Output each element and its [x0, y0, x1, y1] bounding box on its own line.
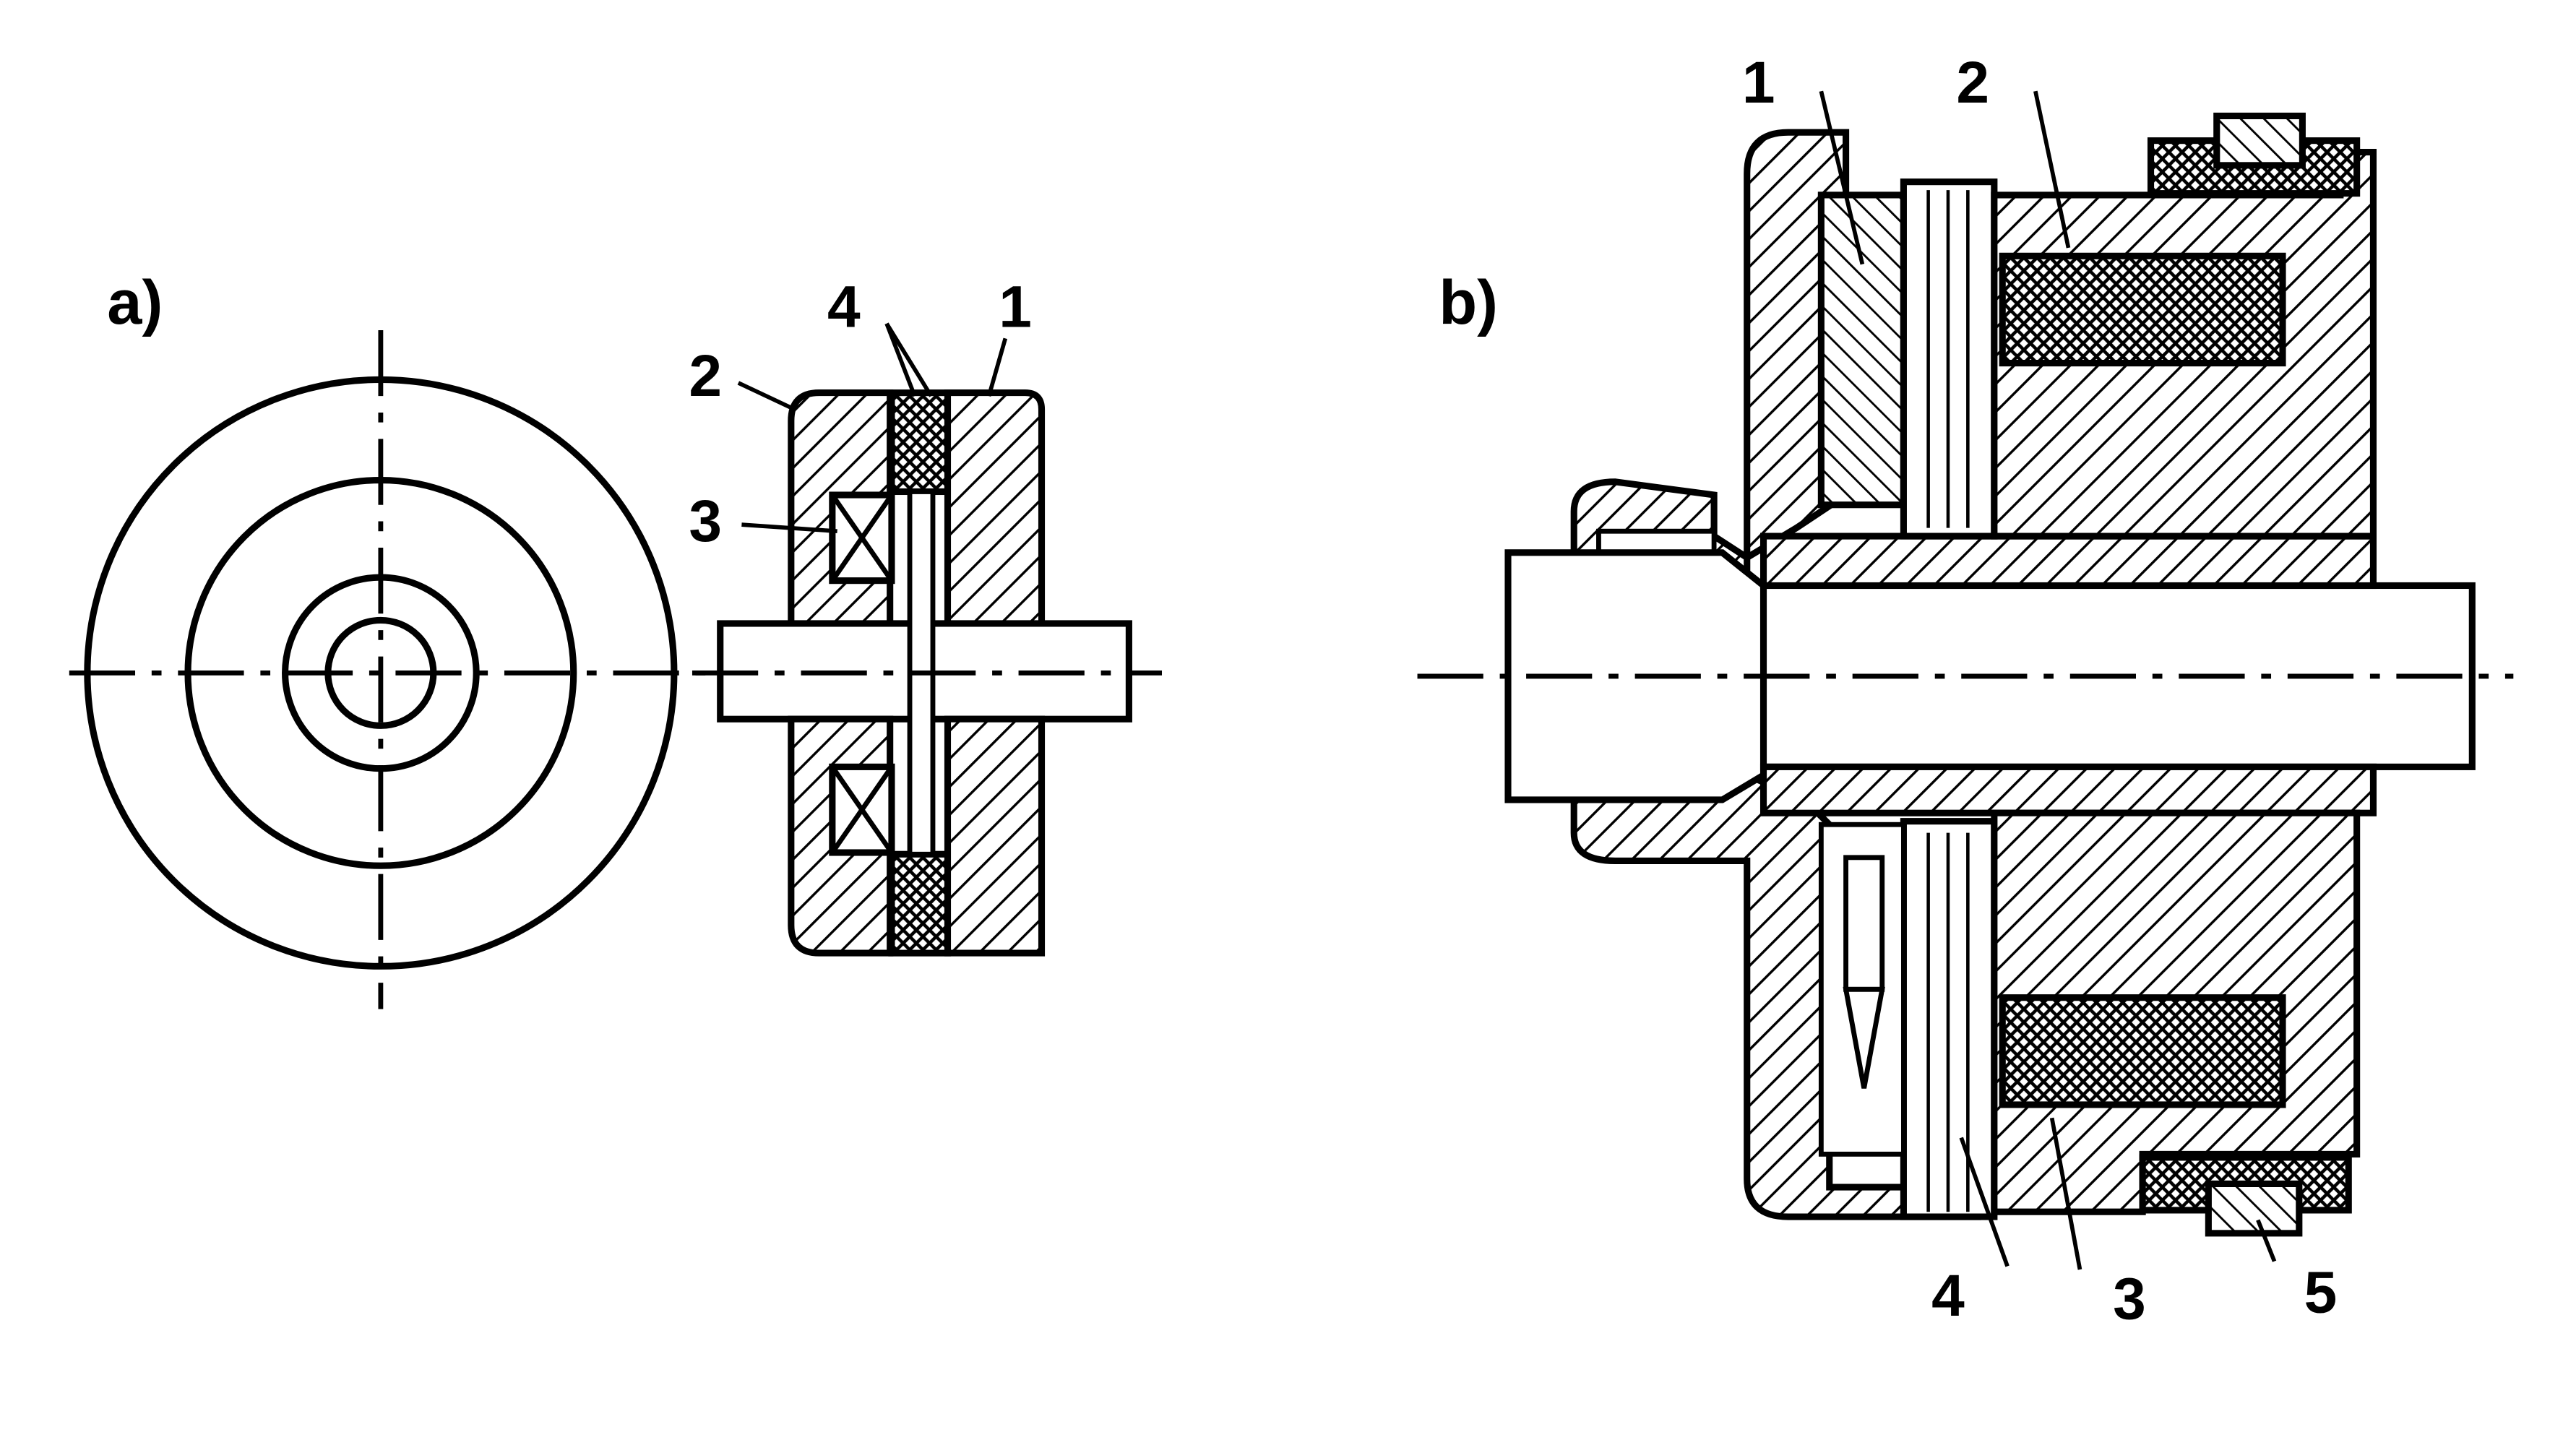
callouts-a: 4 1 2 3 [689, 274, 1031, 554]
brush-top [2213, 112, 2306, 169]
callout-a-4: 4 [827, 274, 861, 340]
left-flange [1570, 129, 1850, 573]
hub-sleeve-top [1759, 533, 2377, 590]
callout-b-2: 2 [1956, 50, 1989, 116]
coil-bottom [1999, 994, 2286, 1108]
callout-b-3: 3 [2113, 1266, 2146, 1332]
right-disc [944, 389, 1046, 957]
armature-top [1817, 191, 1907, 509]
hub-sleeve-bottom [1759, 763, 2377, 816]
callout-a-3: 3 [689, 488, 722, 554]
callout-b-1: 1 [1742, 50, 1775, 116]
callout-a-1: 1 [999, 274, 1032, 340]
adjust-pin [1843, 855, 1885, 1089]
callouts-b: 1 2 4 3 5 [1742, 50, 2337, 1332]
callout-a-2: 2 [689, 343, 722, 409]
figure-b-label: b) [1439, 268, 1498, 337]
coil-top [1999, 252, 2286, 367]
front-centerlines [69, 329, 709, 1009]
callout-b-5: 5 [2304, 1259, 2338, 1325]
figure-a-label: a) [107, 268, 163, 337]
callout-b-4: 4 [1931, 1263, 1965, 1329]
lining-bottom [888, 850, 952, 957]
lining-top [888, 389, 952, 496]
figure-a: a) [69, 268, 1163, 1009]
brush-bottom [2205, 1180, 2303, 1237]
figure-b: b) [1417, 50, 2514, 1332]
